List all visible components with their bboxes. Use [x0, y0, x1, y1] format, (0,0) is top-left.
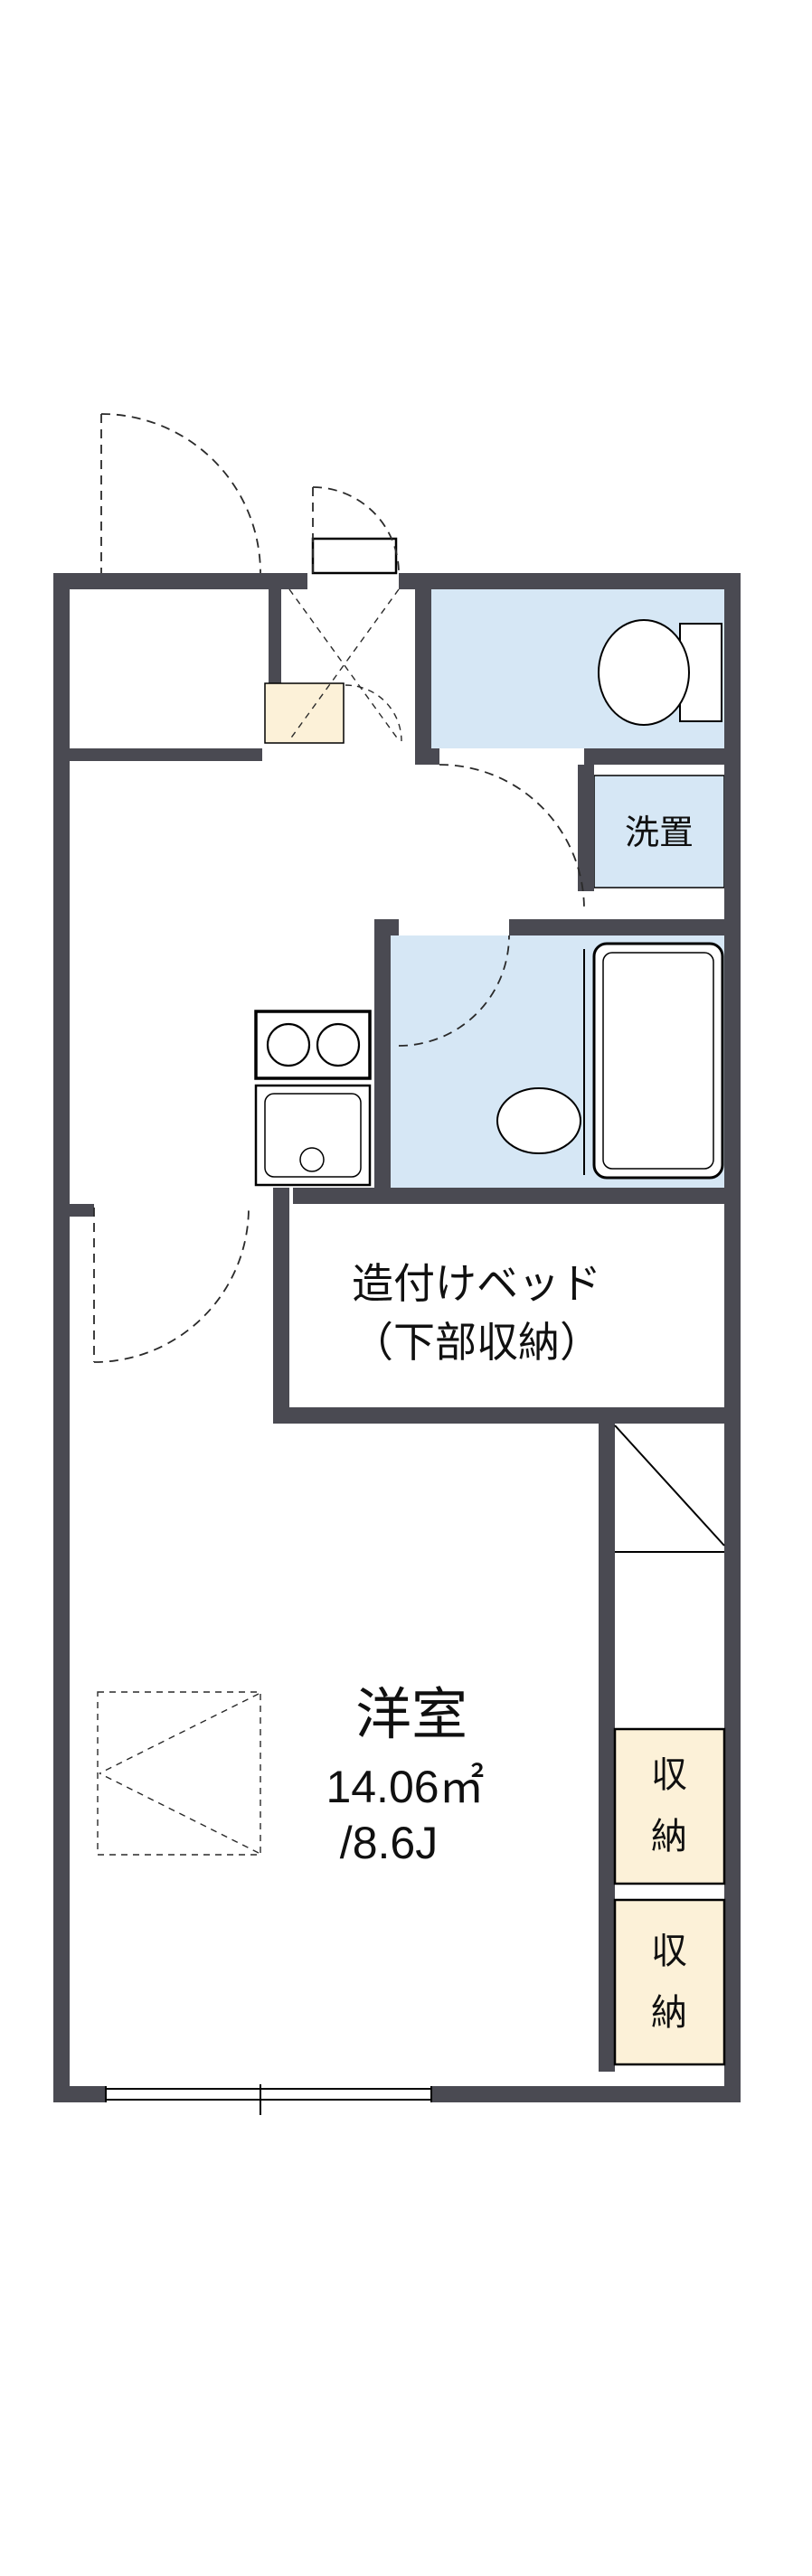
- genkan-cross-mark: [288, 588, 400, 741]
- toilet-icon: [598, 619, 722, 726]
- storage-unit-1: 収 納: [613, 1727, 726, 1885]
- wall-segment: [509, 919, 741, 935]
- sink-basin: [264, 1093, 362, 1178]
- stove-burner: [316, 1022, 361, 1067]
- genkan-cross-mark: [288, 588, 400, 741]
- wall-segment: [724, 573, 741, 2102]
- storage-box: [613, 1727, 726, 1885]
- storage-label: 収: [651, 1932, 687, 1971]
- storage-label: 納: [651, 1817, 687, 1857]
- wash-basin-icon: [496, 1087, 581, 1154]
- wall-segment: [70, 748, 262, 761]
- wall-segment: [70, 1204, 94, 1217]
- wall-segment: [399, 573, 741, 589]
- desk-diagonal: [99, 1693, 260, 1774]
- stove-burner: [266, 1022, 311, 1067]
- window-opening: [106, 2086, 431, 2102]
- wall-segment: [578, 765, 594, 891]
- fridge-space: [614, 1424, 725, 1553]
- sink-drain: [299, 1147, 325, 1172]
- wall-segment: [53, 573, 307, 589]
- bed-label-line2: （下部収納）: [352, 1319, 601, 1366]
- wall-segment: [273, 1407, 741, 1424]
- bed-label-line1: 造付けベッド: [352, 1260, 601, 1307]
- washer-space-floor: [593, 775, 725, 888]
- storage-label: 収: [651, 1755, 687, 1795]
- entrance-door-arc: [100, 413, 261, 574]
- wall-segment: [415, 748, 439, 765]
- desk-diagonal: [99, 1772, 260, 1854]
- wall-segment: [269, 589, 281, 687]
- wall-segment: [415, 573, 431, 765]
- wall-segment: [53, 573, 70, 2102]
- window-marker: [105, 2084, 432, 2115]
- storage-box: [613, 1898, 726, 2066]
- wall-segment: [374, 919, 391, 1204]
- wall-segment: [599, 1407, 615, 2072]
- wall-segment: [584, 748, 741, 765]
- bathtub-inner: [602, 952, 714, 1170]
- diagonal-line: [614, 1424, 725, 1547]
- room-name-label: 洋室: [355, 1684, 467, 1746]
- room-area-sqm-label: 14.06㎡: [326, 1762, 484, 1812]
- kitchen-unit: [254, 1010, 372, 1187]
- storage-unit-2: 収 納: [613, 1898, 726, 2066]
- bathroom-door-arc: [398, 935, 510, 1047]
- desk-outline: [97, 1691, 261, 1856]
- washer-label: 洗置: [625, 814, 694, 852]
- door-swings: [93, 413, 585, 1363]
- bathroom-fixtures: [496, 942, 724, 1180]
- wall-segment: [273, 1188, 289, 1424]
- storage-label: 納: [651, 1993, 687, 2033]
- wall-segment: [293, 1188, 741, 1204]
- front-door-arc: [312, 486, 400, 574]
- room-area-jo-label: /8.6J: [340, 1818, 438, 1868]
- toilet-door-arc: [439, 764, 585, 910]
- entrance-door-frame: [311, 537, 398, 575]
- shoe-cabinet: [264, 682, 345, 744]
- text-labels: 洗置 造付けベッド （下部収納） 洋室 14.06㎡ /8.6J: [326, 814, 694, 1868]
- toilet-bowl: [598, 619, 690, 726]
- room-door-arc: [93, 1207, 250, 1363]
- desk-rect: [97, 1691, 261, 1856]
